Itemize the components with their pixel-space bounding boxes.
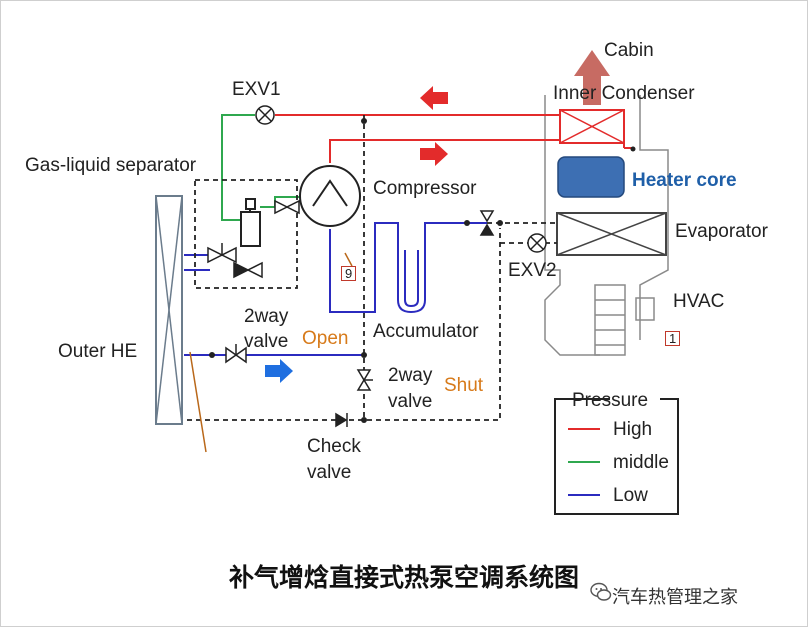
evaporator <box>556 212 667 256</box>
high-pressure-lines <box>275 114 632 163</box>
compressor-label: Compressor <box>373 178 477 199</box>
heater-core <box>557 156 625 198</box>
diagram-caption: 补气增焓直接式热泵空调系统图 <box>228 563 579 592</box>
exv1-valve <box>255 105 275 125</box>
watermark <box>590 581 612 608</box>
check-valve <box>335 412 348 428</box>
legend-box <box>554 398 679 515</box>
heater-core-label: Heater core <box>632 170 737 191</box>
separator-bypass-valves <box>207 199 300 279</box>
hvac-housing <box>544 95 669 356</box>
wechat-icon <box>590 582 612 601</box>
open-state-label: Open <box>302 328 349 349</box>
exv2-label: EXV2 <box>508 260 557 281</box>
two-way-valve-top <box>225 344 247 364</box>
annotation-strokes <box>189 252 353 453</box>
tag-1: 1 <box>665 331 681 346</box>
legend-item-high: High <box>613 419 653 440</box>
flow-arrow-right <box>420 142 448 166</box>
accumulator-label: Accumulator <box>373 321 479 342</box>
cabin-airflow-arrow <box>574 50 610 105</box>
check-valve-line1: Check <box>307 436 361 457</box>
two-way-valve-bottom-line2: valve <box>388 391 433 412</box>
check-valve-line2: valve <box>307 462 352 483</box>
two-way-valve-top-line2: valve <box>244 331 289 352</box>
legend-item-middle: middle <box>613 452 669 473</box>
legend-item-low: Low <box>613 485 648 506</box>
inner-condenser <box>559 109 625 144</box>
two-way-valve-bottom-line1: 2way <box>388 365 433 386</box>
watermark-text: 汽车热管理之家 <box>612 587 738 608</box>
gas-liquid-separator <box>240 198 261 247</box>
inner-condenser-label: Inner Condenser <box>553 83 695 104</box>
shut-state-label: Shut <box>444 375 484 396</box>
tag-9: 9 <box>341 266 357 281</box>
two-way-valve-bottom <box>356 369 373 391</box>
two-way-valve-top-line1: 2way <box>244 306 289 327</box>
outer-heat-exchanger <box>155 195 183 425</box>
outer-he-label: Outer HE <box>58 341 138 362</box>
cabin-label: Cabin <box>604 40 654 61</box>
evaporator-label: Evaporator <box>675 221 768 242</box>
gas-liquid-separator-label: Gas-liquid separator <box>25 155 197 176</box>
flow-arrow-left <box>420 86 448 110</box>
evaporator-inlet-valve <box>479 210 495 236</box>
flow-arrows <box>265 86 448 383</box>
middle-pressure-lines <box>221 114 300 221</box>
accumulator <box>397 245 426 314</box>
legend-title: Pressure <box>572 390 649 411</box>
compressor <box>299 165 361 227</box>
flow-arrow-blue <box>265 359 293 383</box>
exv2-valve <box>527 233 547 253</box>
hvac-label: HVAC <box>673 291 725 312</box>
exv1-label: EXV1 <box>232 79 281 100</box>
